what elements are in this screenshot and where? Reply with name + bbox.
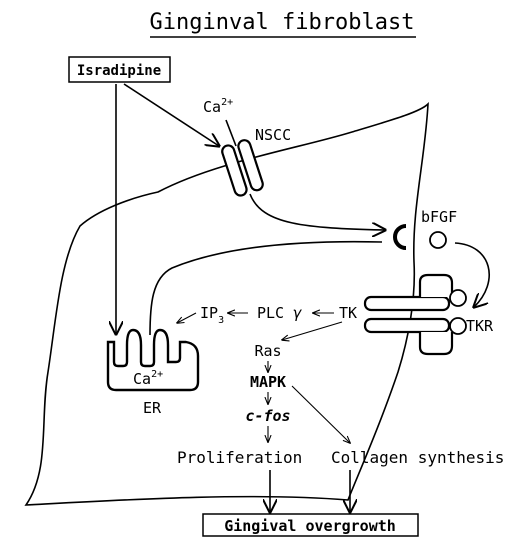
mapk-label: MAPK xyxy=(250,373,286,391)
ip3-label: IP3 xyxy=(200,304,224,326)
cfos-label: c-fos xyxy=(245,407,290,425)
mapk-to-collagen-arrow xyxy=(292,386,350,443)
calcium-flow-arrow xyxy=(250,194,385,230)
bfgf-binding-site xyxy=(395,226,406,248)
er-label: ER xyxy=(143,399,162,417)
ip3-to-er-arrow xyxy=(177,313,196,323)
collagen-synthesis-label: Collagen synthesis xyxy=(331,448,504,467)
tkr-receptor xyxy=(365,275,466,354)
outcome-label: Gingival overgrowth xyxy=(224,517,396,535)
nscc-label: NSCC xyxy=(255,126,291,144)
calcium-entry-line xyxy=(226,120,236,146)
bfgf-label: bFGF xyxy=(421,208,457,226)
er-organelle xyxy=(108,330,198,390)
diagram-title: Ginginval fibroblast xyxy=(150,10,415,35)
tkr-label: TKR xyxy=(466,317,494,335)
plc-gamma-label: PLC γ xyxy=(257,304,302,322)
proliferation-label: Proliferation xyxy=(177,448,302,467)
nscc-channel xyxy=(221,139,265,197)
bfgf-molecule-icon xyxy=(430,232,446,248)
calcium-label: Ca2+ xyxy=(203,97,233,116)
ras-label: Ras xyxy=(254,342,281,360)
isradipine-label: Isradipine xyxy=(77,63,161,79)
tk-label: TK xyxy=(339,304,357,322)
tk-to-ras-arrow xyxy=(282,322,342,340)
